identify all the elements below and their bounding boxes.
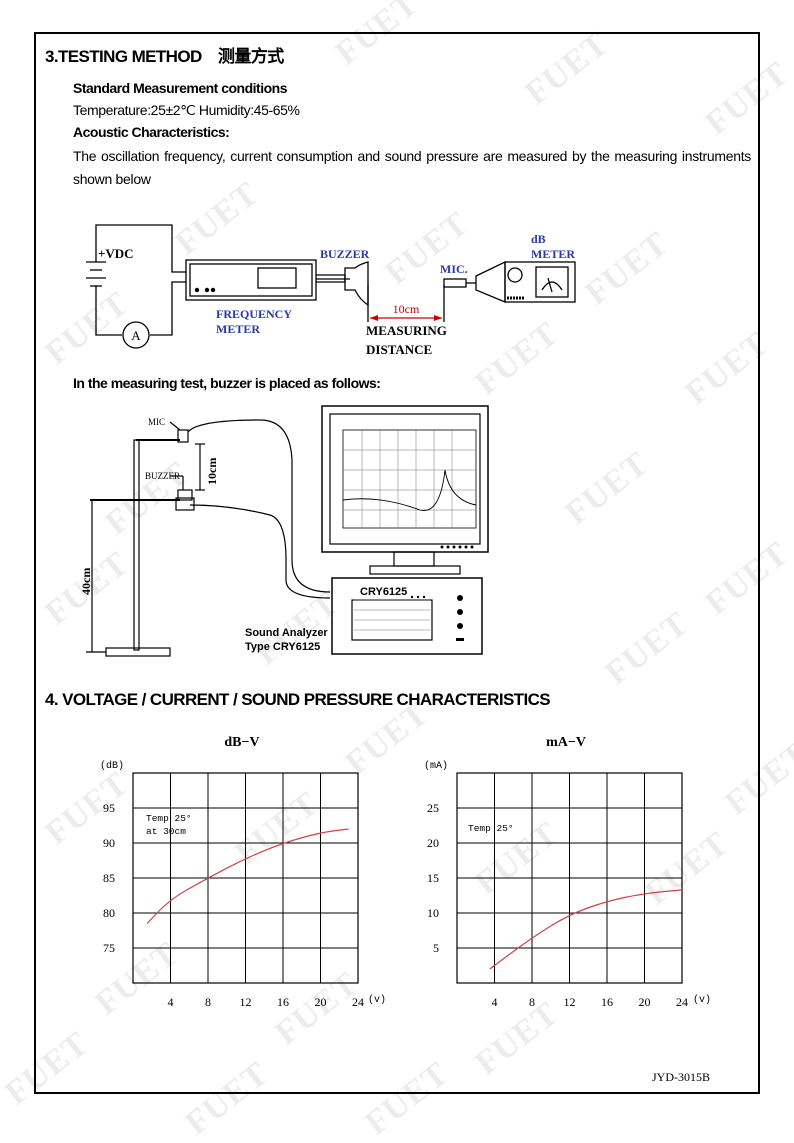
db-meter-dial [535,266,569,298]
db-meter-label: METER [531,247,575,261]
chart-ylabel: (dB) [100,760,124,772]
acoustic-paragraph: The oscillation frequency, current consu… [73,148,751,187]
x-tick-label: 16 [601,995,613,1009]
analyzer-model-label: CRY6125 [360,586,407,598]
circuit-wire [95,224,186,273]
mic-cable [187,419,331,593]
acoustic-heading: Acoustic Characteristics: [73,124,230,140]
y-tick-label: 25 [427,801,439,815]
y-tick-label: 80 [103,906,115,920]
analyzer-caption: Sound Analyzer [245,627,328,639]
measuring-distance-label: DISTANCE [366,342,432,357]
x-tick-label: 8 [205,995,211,1009]
chart-annotation: Temp 25° [146,813,192,824]
db-meter-box [504,261,576,303]
x-tick-label: 24 [352,995,364,1009]
series-line [489,889,683,970]
y-tick-label: 90 [103,836,115,850]
db-meter-label: dB [531,232,546,246]
ammeter-symbol [122,321,150,349]
setup-buzzer-label: BUZZER [145,471,180,481]
mic-label: MIC. [440,262,468,276]
placement-heading: In the measuring test, buzzer is placed … [73,375,381,391]
x-tick-label: 16 [277,995,289,1009]
ammeter-label: A [131,328,141,343]
chart-ylabel: (mA) [424,760,448,772]
conditions-text: Temperature:25±2℃ Humidity:45-65% [73,102,300,118]
section-3-title: 3.TESTING METHOD 测量方式 [45,47,284,66]
setup-mic-shape [177,429,189,443]
height-label: 40cm [79,568,93,595]
y-tick-label: 10 [427,906,439,920]
analyzer-caption: Type CRY6125 [245,641,320,653]
section-4-title: 4. VOLTAGE / CURRENT / SOUND PRESSURE CH… [45,690,551,709]
x-tick-label: 8 [529,995,535,1009]
setup-buzzer-shape [177,489,193,501]
frequency-meter-label: FREQUENCY [216,307,292,321]
chart-annotation: Temp 25° [468,823,514,834]
frequency-meter-box [185,259,317,301]
x-tick-label: 24 [676,995,688,1009]
y-tick-label: 85 [103,871,115,885]
frequency-meter-label: METER [216,322,260,336]
measuring-distance-label: MEASURING [366,323,447,338]
chart-annotation: at 30cm [146,826,186,837]
x-tick-label: 4 [492,995,498,1009]
y-tick-label: 75 [103,941,115,955]
buzzer-label: BUZZER [320,247,370,261]
circuit-wire [95,295,122,336]
chart-xlabel: (v) [693,994,711,1006]
y-tick-label: 20 [427,836,439,850]
y-tick-label: 5 [433,941,439,955]
distance-value: 10cm [393,302,420,316]
x-tick-label: 4 [168,995,174,1009]
chart-title: dB−V [224,735,259,750]
x-tick-label: 12 [564,995,576,1009]
y-tick-label: 15 [427,871,439,885]
circuit-wire [150,281,186,336]
y-tick-label: 95 [103,801,115,815]
analyzer-unit [331,577,483,655]
vdc-label: +VDC [98,246,134,261]
gap-label: 10cm [205,458,219,485]
frequency-meter-display [257,267,297,289]
buzzer-cable [189,504,331,599]
chart-title: mA−V [546,735,586,750]
document-code: JYD-3015B [652,1070,711,1084]
conditions-heading: Standard Measurement conditions [73,80,287,96]
x-tick-label: 20 [315,995,327,1009]
x-tick-label: 12 [240,995,252,1009]
setup-mic-label: MIC [148,417,165,427]
chart-xlabel: (v) [368,994,386,1006]
page-frame [34,32,760,1094]
series-line [146,828,349,924]
x-tick-label: 20 [639,995,651,1009]
